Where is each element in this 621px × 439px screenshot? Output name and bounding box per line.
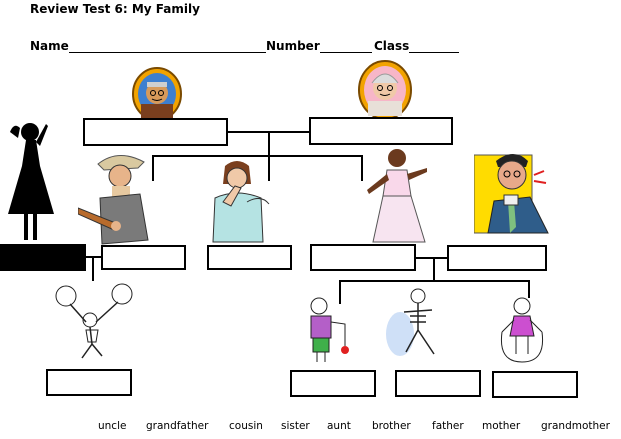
word-bank-item: father [432,420,464,432]
answer-box-aunt[interactable] [0,244,86,271]
word-bank-item: grandmother [541,420,610,432]
tree-line [152,155,154,181]
woman-pink-dress-illustration [367,149,427,243]
farmer-man-illustration [78,155,149,245]
skeleton-costume-illustration [386,288,435,356]
tree-line [92,257,94,281]
grandfather-portrait [132,67,182,121]
tree-line [339,280,529,282]
word-bank-item: aunt [327,420,351,432]
word-bank-item: uncle [98,420,127,432]
name-field[interactable]: Name [30,39,266,53]
answer-box-sister[interactable] [290,370,376,397]
name-blank[interactable] [68,41,266,53]
answer-box-uncle[interactable] [101,245,186,270]
grandmother-portrait [358,60,412,120]
number-blank[interactable] [319,41,372,53]
tree-line [433,258,435,280]
class-blank[interactable] [409,41,460,53]
answer-box-cousin[interactable] [46,369,132,396]
answer-box-grandmother[interactable] [309,117,453,145]
answer-box-brother[interactable] [395,370,481,397]
class-field[interactable]: Class [374,39,460,53]
number-label: Number [266,39,320,53]
businessman-illustration [474,154,549,234]
tree-line [416,257,447,259]
woman-thinking-illustration [212,161,270,243]
word-bank-item: brother [372,420,411,432]
answer-box-cousin-girl[interactable] [492,371,578,398]
girl-jumping-rope-illustration [500,297,544,363]
woman-silhouette-illustration [8,123,54,240]
answer-box-grandfather[interactable] [83,118,228,146]
cheerleader-illustration [55,283,133,359]
answer-box-woman[interactable] [207,245,292,270]
word-bank-item: cousin [229,420,263,432]
number-field[interactable]: Number [266,39,372,53]
answer-box-mother[interactable] [310,244,416,271]
tree-line [339,280,341,304]
word-bank-item: sister [281,420,310,432]
word-bank-item: grandfather [146,420,209,432]
name-label: Name [30,39,69,53]
tree-line [528,280,530,298]
tree-line [152,155,362,157]
class-label: Class [374,39,410,53]
tree-line [361,155,363,181]
word-bank-item: mother [482,420,521,432]
worksheet-title: Review Test 6: My Family [30,2,200,16]
girl-with-yoyo-illustration [310,297,349,362]
answer-box-father[interactable] [447,245,547,271]
